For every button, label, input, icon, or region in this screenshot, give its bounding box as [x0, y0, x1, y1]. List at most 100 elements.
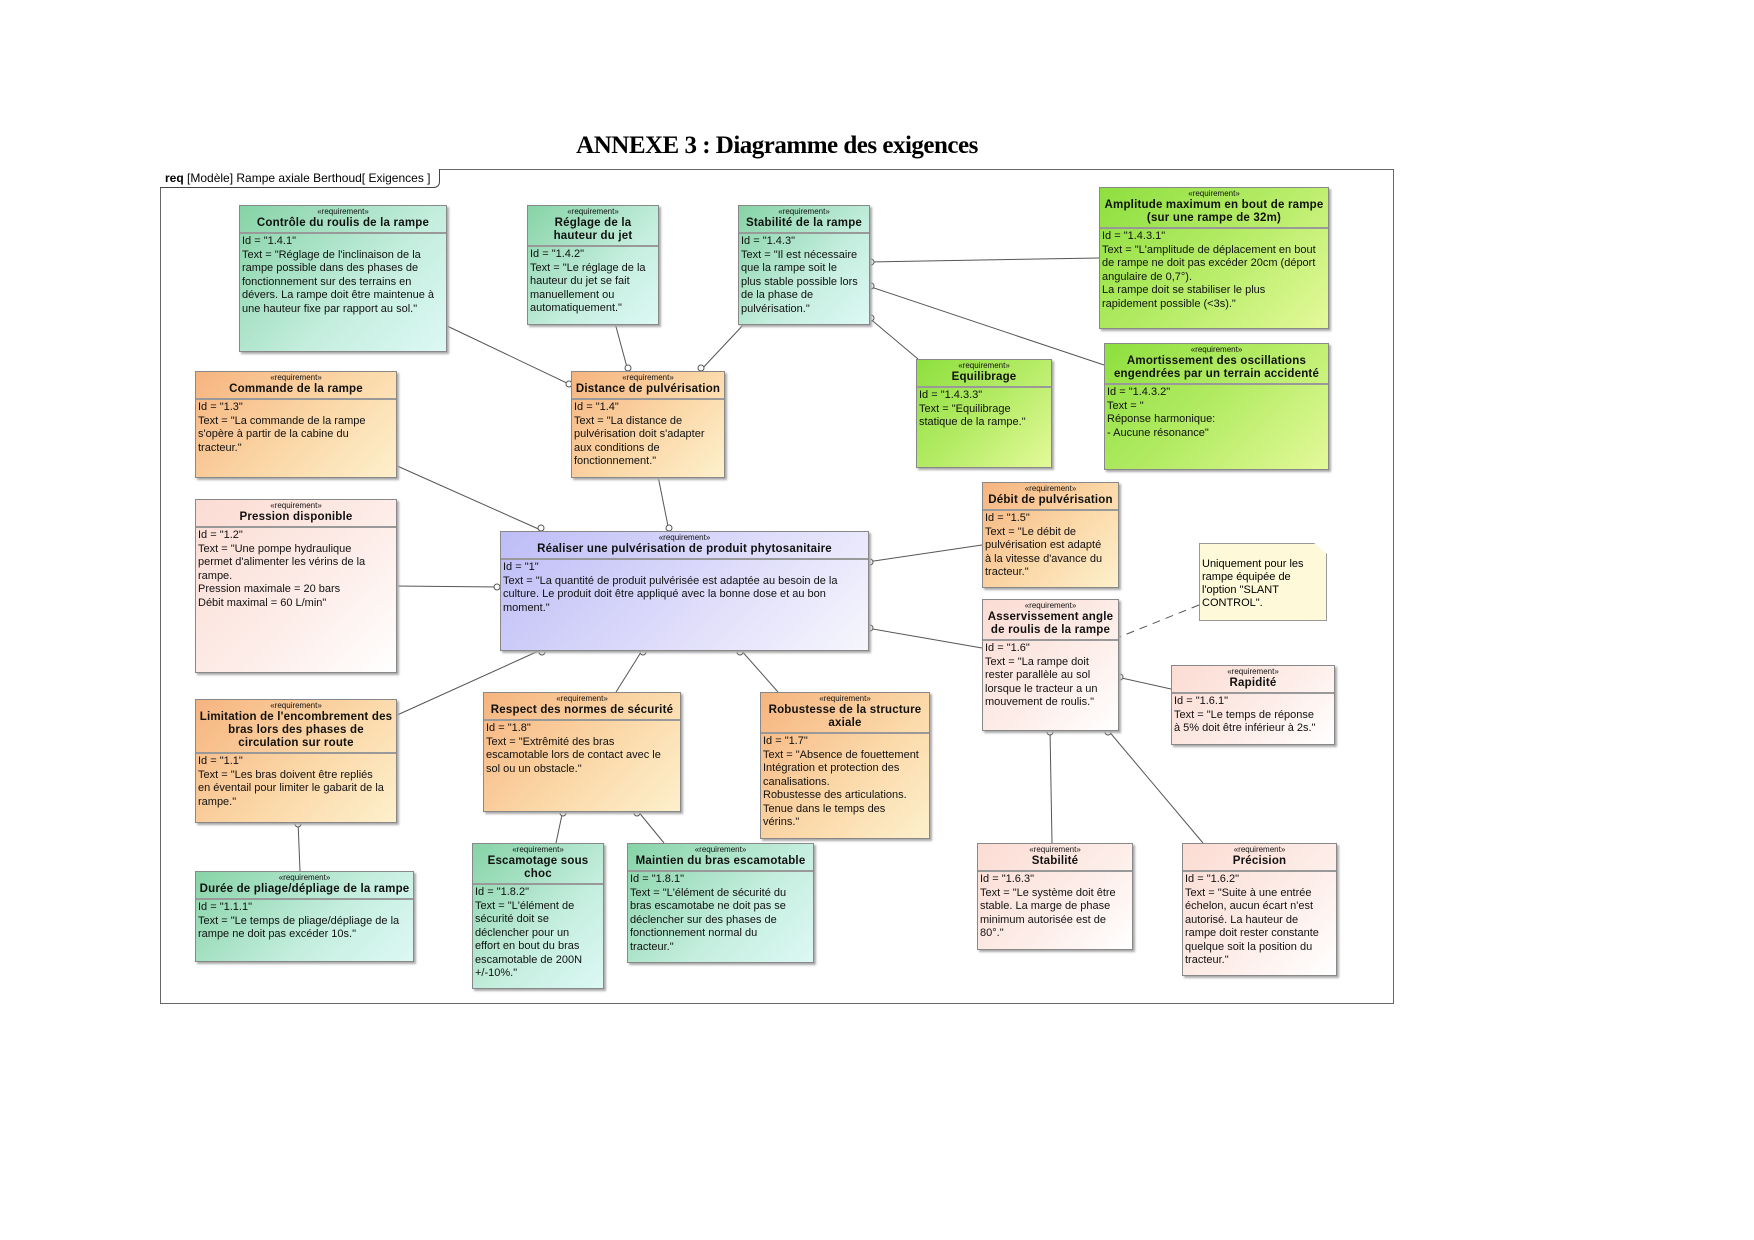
requirement-id: Id = "1.7": [763, 735, 808, 747]
requirement-id: Id = "1.4.3.1": [1102, 230, 1166, 242]
requirement-id: Id = "1.6.2": [1185, 873, 1239, 885]
link-1432-143: [867, 285, 1105, 366]
requirement-text: Text = "La commande de la rampe s'opère …: [198, 414, 366, 454]
requirement-1-4-1[interactable]: «requirement»Contrôle du roulis de la ra…: [239, 205, 447, 352]
requirement-name: Stabilité de la rampe: [745, 217, 863, 229]
requirement-text: Text = "Le réglage de la hauteur du jet …: [530, 261, 646, 315]
requirement-name: Distance de pulvérisation: [575, 383, 721, 395]
stereotype: «requirement»: [622, 373, 674, 382]
stereotype: «requirement»: [317, 207, 369, 216]
requirement-1-6-2[interactable]: «requirement»Précision Id = "1.6.2"Text …: [1182, 843, 1337, 976]
link-17-1: [739, 648, 779, 693]
requirement-id: Id = "1.3": [198, 401, 243, 413]
stereotype: «requirement»: [819, 694, 871, 703]
requirement-1-4-3-2[interactable]: «requirement»Amortissement des oscillati…: [1104, 343, 1329, 470]
requirement-id: Id = "1.1.1": [198, 901, 252, 913]
frame-label: req [Modèle] Rampe axiale Berthoud[ Exig…: [160, 169, 440, 188]
link-13-1: [394, 464, 544, 532]
requirement-id: Id = "1.4.3": [741, 235, 795, 247]
requirement-1-8[interactable]: «requirement»Respect des normes de sécur…: [483, 692, 681, 812]
link-18-1: [615, 648, 644, 693]
requirement-1-4-3-1[interactable]: «requirement»Amplitude maximum en bout d…: [1099, 187, 1329, 329]
requirement-id: Id = "1.8.2": [475, 886, 529, 898]
requirement-name: Réglage de la hauteur du jet: [553, 217, 633, 242]
requirement-name: Amortissement des oscillations engendrée…: [1113, 355, 1320, 380]
requirement-name: Durée de pliage/dépliage de la rampe: [199, 883, 410, 895]
requirement-1-6[interactable]: «requirement»Asservissement angle de rou…: [982, 599, 1119, 731]
requirement-name: Débit de pulvérisation: [988, 494, 1113, 506]
requirement-1-6-3[interactable]: «requirement»Stabilité Id = "1.6.3"Text …: [977, 843, 1133, 950]
stereotype: «requirement»: [958, 361, 1010, 370]
requirement-name: Stabilité: [1031, 855, 1079, 867]
requirement-1-5[interactable]: «requirement»Débit de pulvérisation Id =…: [982, 482, 1119, 588]
requirement-id: Id = "1.4": [574, 401, 619, 413]
link-1431-143: [867, 257, 1100, 263]
link-181-18: [636, 809, 665, 844]
requirement-text: Text = "Une pompe hydraulique permet d'a…: [198, 542, 366, 609]
frame-title: [Modèle] Rampe axiale Berthoud[ Exigence…: [187, 171, 431, 185]
stereotype: «requirement»: [1024, 601, 1077, 610]
stereotype: «requirement»: [1188, 189, 1240, 198]
requirement-name: Escamotage sous choc: [487, 855, 589, 880]
stereotype: «requirement»: [1029, 845, 1081, 854]
requirement-name: Commande de la rampe: [229, 383, 363, 395]
requirement-name: Asservissement angle de roulis de la ram…: [987, 611, 1114, 636]
requirement-text: Text = "Extrêmité des bras escamotable l…: [486, 735, 661, 775]
requirement-1-2[interactable]: «requirement»Pression disponible Id = "1…: [195, 499, 397, 673]
requirement-text: Text = "La quantité de produit pulvérisé…: [503, 574, 838, 614]
requirement-name: Contrôle du roulis de la rampe: [256, 217, 430, 229]
link-143-14: [699, 322, 746, 372]
requirement-name: Respect des normes de sécurité: [490, 704, 674, 716]
frame-kind: req: [165, 171, 184, 185]
link-11-1: [394, 648, 544, 717]
requirement-1-6-1[interactable]: «requirement»Rapidité Id = "1.6.1"Text =…: [1171, 665, 1335, 745]
stereotype: «requirement»: [278, 873, 331, 882]
link-142-14: [614, 322, 629, 372]
requirement-1-4-2[interactable]: «requirement»Réglage de la hauteur du je…: [527, 205, 659, 325]
requirement-text: Text = "L'amplitude de déplacement en bo…: [1102, 243, 1316, 310]
requirement-id: Id = "1.6.1": [1174, 695, 1228, 707]
requirement-id: Id = "1": [503, 561, 539, 573]
link-163-16: [1049, 728, 1053, 844]
requirement-name: Equilibrage: [951, 371, 1017, 383]
requirement-id: Id = "1.4.2": [530, 248, 584, 260]
requirement-id: Id = "1.2": [198, 529, 243, 541]
stereotype: «requirement»: [1233, 845, 1286, 854]
requirement-name: Pression disponible: [239, 511, 353, 523]
requirement-id: Id = "1.1": [198, 755, 243, 767]
requirement-1-1-1[interactable]: «requirement»Durée de pliage/dépliage de…: [195, 871, 414, 962]
stereotype: «requirement»: [556, 694, 608, 703]
requirement-text: Text = "Le temps de réponse à 5% doit êt…: [1174, 708, 1316, 735]
requirement-1-4-3-3[interactable]: «requirement»Equilibrage Id = "1.4.3.3"T…: [916, 359, 1052, 468]
requirement-id: Id = "1.6.3": [980, 873, 1034, 885]
stereotype: «requirement»: [270, 701, 322, 710]
requirement-id: Id = "1.4.3.3": [919, 389, 983, 401]
requirement-1-4-3[interactable]: «requirement»Stabilité de la rampe Id = …: [738, 205, 870, 325]
stereotype: «requirement»: [270, 373, 322, 382]
link-14-1: [657, 475, 670, 532]
stereotype: «requirement»: [1227, 667, 1279, 676]
requirement-text: Text = "Il est nécessaire que la rampe s…: [741, 248, 858, 315]
requirement-text: Text = "Le débit de pulvérisation est ad…: [985, 525, 1103, 579]
requirement-1-8-1[interactable]: «requirement»Maintien du bras escamotabl…: [627, 843, 814, 963]
requirement-1-7[interactable]: «requirement»Robustesse de la structure …: [760, 692, 930, 839]
note-slant-control: Uniquement pour les rampe équipée de l'o…: [1199, 543, 1327, 621]
page-title: ANNEXE 3 : Diagramme des exigences: [576, 132, 978, 159]
requirement-text: Text = "Le système doit être stable. La …: [980, 886, 1116, 940]
link-141-14: [444, 324, 572, 386]
link-16-1: [866, 627, 983, 649]
requirement-name: Précision: [1232, 855, 1287, 867]
requirement-name: Rapidité: [1229, 677, 1277, 689]
stereotype: «requirement»: [512, 845, 564, 854]
requirement-1-8-2[interactable]: «requirement»Escamotage sous choc Id = "…: [472, 843, 604, 989]
requirement-1-1[interactable]: «requirement»Limitation de l'encombremen…: [195, 699, 397, 823]
requirement-1-3[interactable]: «requirement»Commande de la rampe Id = "…: [195, 371, 397, 478]
requirement-name: Amplitude maximum en bout de rampe (sur …: [1104, 199, 1324, 224]
note-link: [1116, 604, 1200, 639]
requirement-1[interactable]: «requirement»Réaliser une pulvérisation …: [500, 531, 869, 651]
link-161-16: [1116, 676, 1172, 690]
requirement-1-4[interactable]: «requirement»Distance de pulvérisation I…: [571, 371, 725, 478]
requirement-text: Text = "La distance de pulvérisation doi…: [574, 414, 705, 468]
